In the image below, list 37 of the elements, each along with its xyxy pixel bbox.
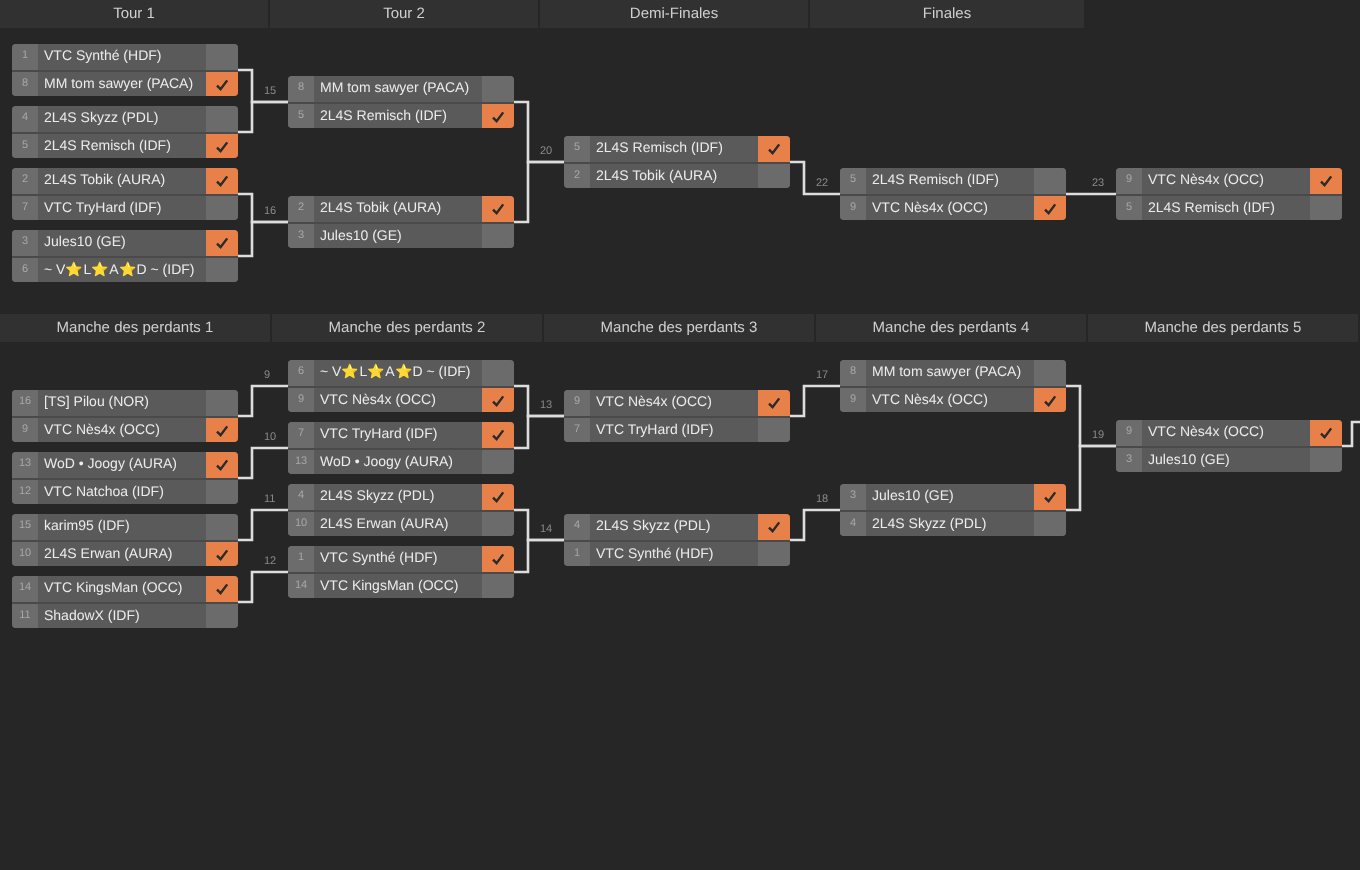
match-card [1116, 420, 1342, 472]
match-card [12, 452, 238, 504]
match-card [12, 390, 238, 442]
match-card [840, 360, 1066, 412]
match-card [288, 196, 514, 248]
match-card [12, 576, 238, 628]
match-card [12, 514, 238, 566]
bracket-line [1066, 192, 1116, 196]
match-card [288, 422, 514, 474]
match-card [288, 360, 514, 412]
bracket-line [514, 538, 564, 574]
bracket-line [790, 160, 840, 196]
match-card [840, 484, 1066, 536]
bracket-line [238, 384, 288, 418]
match-card [288, 546, 514, 598]
bracket-line [1342, 420, 1360, 448]
match-card [12, 44, 238, 96]
bracket-line [1066, 444, 1116, 512]
bracket-line [238, 220, 288, 258]
bracket-line [514, 160, 564, 224]
match-card [12, 106, 238, 158]
match-card [288, 484, 514, 536]
match-card [288, 76, 514, 128]
match-card [840, 168, 1066, 220]
match-card [564, 390, 790, 442]
bracket-line [790, 508, 840, 542]
bracket-line [790, 384, 840, 418]
match-card [564, 136, 790, 188]
match-card [12, 230, 238, 282]
bracket-line [238, 570, 288, 604]
match-card [564, 514, 790, 566]
bracket-line [238, 100, 288, 134]
bracket-line [238, 446, 288, 480]
bracket-line [514, 414, 564, 450]
match-card [12, 168, 238, 220]
bracket-line [238, 508, 288, 542]
match-card [1116, 168, 1342, 220]
